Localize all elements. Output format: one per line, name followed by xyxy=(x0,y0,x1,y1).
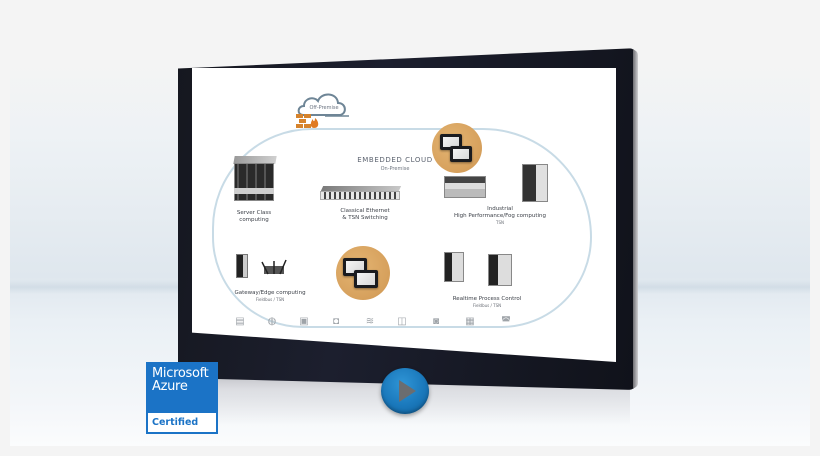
embedded-cloud-outline xyxy=(212,128,592,328)
cloud-server-icon[interactable]: ◫ xyxy=(397,316,407,327)
play-video-button[interactable] xyxy=(381,368,429,414)
factory-icon[interactable]: ▤ xyxy=(235,316,245,327)
gateway-device xyxy=(236,254,248,278)
edge-router-icon xyxy=(261,259,287,275)
server-class-label: Server Class computing xyxy=(236,210,272,223)
process-controller-device-2 xyxy=(488,254,512,286)
firewall-icon xyxy=(296,114,319,128)
monitor-cloud-icon[interactable]: ◙ xyxy=(432,316,440,327)
process-controller-device xyxy=(444,252,464,282)
industrial-label: Industrial High Performance/Fog computin… xyxy=(453,206,547,225)
realtime-label: Realtime Process Control Fieldbus / TSN xyxy=(452,296,522,308)
wireless-device-icon[interactable]: ≋ xyxy=(365,316,375,327)
feature-icon-row: ▤ ◍ ▣ ◘ ≋ ◫ ◙ ▦ ◚ xyxy=(234,316,524,334)
badge-certified-label: Certified xyxy=(152,417,199,428)
monitor-network-icon[interactable]: ◍ xyxy=(267,316,277,327)
building-grid-icon[interactable]: ▦ xyxy=(465,316,475,327)
monitor-touch-icon[interactable]: ◘ xyxy=(332,316,340,327)
industrial-rack-device xyxy=(444,176,486,198)
off-premise-label: Off-Premise xyxy=(309,105,339,111)
server-gear-icon[interactable]: ▣ xyxy=(299,316,309,327)
monitor-edge xyxy=(633,50,638,388)
hmi-panel-icon xyxy=(450,146,472,162)
badge-line2: Azure xyxy=(152,379,188,394)
off-premise-cloud-icon xyxy=(297,93,349,117)
badge-line1: Microsoft xyxy=(152,366,209,381)
monitor-screen: Off-Premise EMBEDDED CLOUD On-Premise Se… xyxy=(192,68,616,362)
hmi-panel-icon xyxy=(354,270,378,288)
azure-certified-badge: Microsoft Azure Certified xyxy=(146,362,218,434)
server-class-device xyxy=(233,156,277,204)
gateway-label: Gateway/Edge computing Fieldbus / TSN xyxy=(234,290,306,302)
ethernet-switch-device xyxy=(320,186,402,202)
cloud-title: EMBEDDED CLOUD xyxy=(357,156,433,164)
play-icon xyxy=(399,380,416,402)
badge-certified-strip: Certified xyxy=(148,413,216,432)
cloud-subtitle: On-Premise xyxy=(380,166,410,172)
monitor-chart-icon[interactable]: ◚ xyxy=(501,316,511,327)
tower-server-device xyxy=(522,164,548,202)
switch-label: Classical Ethernet & TSN Switching xyxy=(340,208,390,221)
